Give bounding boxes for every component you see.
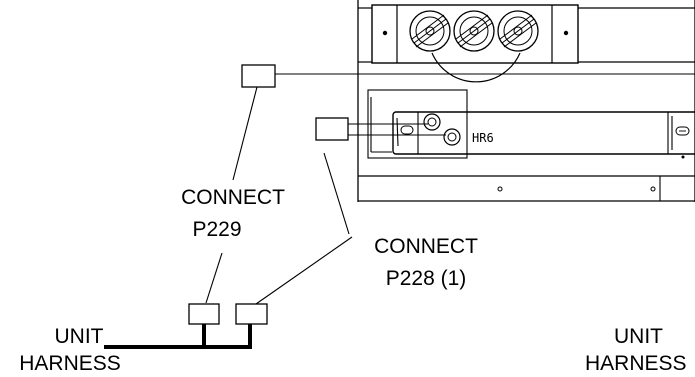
- connect-p228-label: CONNECT: [374, 235, 478, 258]
- connector-p229-upper: [241, 64, 276, 88]
- breaker-component: [453, 10, 495, 52]
- connect-p229-label: P229: [192, 218, 241, 241]
- unit-harness-label: UNIT: [614, 325, 663, 348]
- leader-line: [205, 252, 223, 304]
- lower-panel: [358, 175, 695, 202]
- unit-harness-label: UNIT: [55, 325, 104, 348]
- breaker-component: [497, 10, 539, 52]
- leader-line: [232, 86, 258, 181]
- mounting-dot: [563, 30, 569, 36]
- leader-line: [323, 152, 350, 235]
- upper-panel: [357, 0, 695, 202]
- unit-harness-label: HARNESS: [19, 352, 121, 375]
- breaker-component: [409, 10, 451, 52]
- connector-p229-harness: [188, 303, 220, 325]
- unit-harness-wire: [104, 324, 252, 349]
- relay-bracket: HR6: [367, 89, 695, 159]
- mounting-dot: [382, 30, 388, 36]
- connect-p228-label: P228 (1): [386, 267, 467, 290]
- unit-harness-label: HARNESS: [585, 352, 687, 375]
- leader-line: [255, 236, 353, 305]
- connect-p229-label: CONNECT: [181, 186, 285, 209]
- connector-p228-upper: [315, 117, 349, 141]
- relay-id-label: HR6: [472, 131, 494, 145]
- connector-p228-harness: [235, 303, 268, 325]
